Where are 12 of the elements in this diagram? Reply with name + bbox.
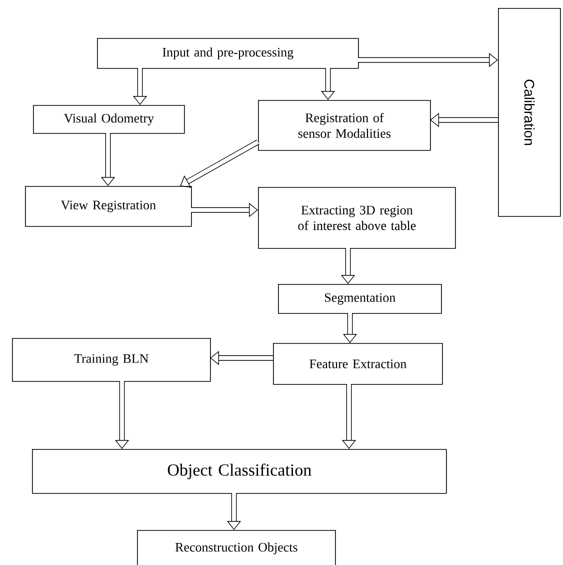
block-arrow — [180, 140, 260, 188]
process-box: Segmentation — [278, 284, 442, 314]
process-box: Input and pre-processing — [97, 38, 359, 69]
process-box: Visual Odometry — [33, 105, 185, 134]
process-box: Object Classification — [32, 449, 447, 494]
process-box: Extracting 3D region of interest above table — [258, 187, 456, 249]
process-box: View Registration — [25, 186, 192, 227]
process-box: Reconstruction Objects — [137, 530, 336, 565]
process-box: Calibration — [498, 8, 561, 217]
process-box: Feature Extraction — [273, 343, 443, 385]
process-box: Registration of sensor Modalities — [258, 100, 431, 151]
process-box: Training BLN — [12, 338, 211, 382]
